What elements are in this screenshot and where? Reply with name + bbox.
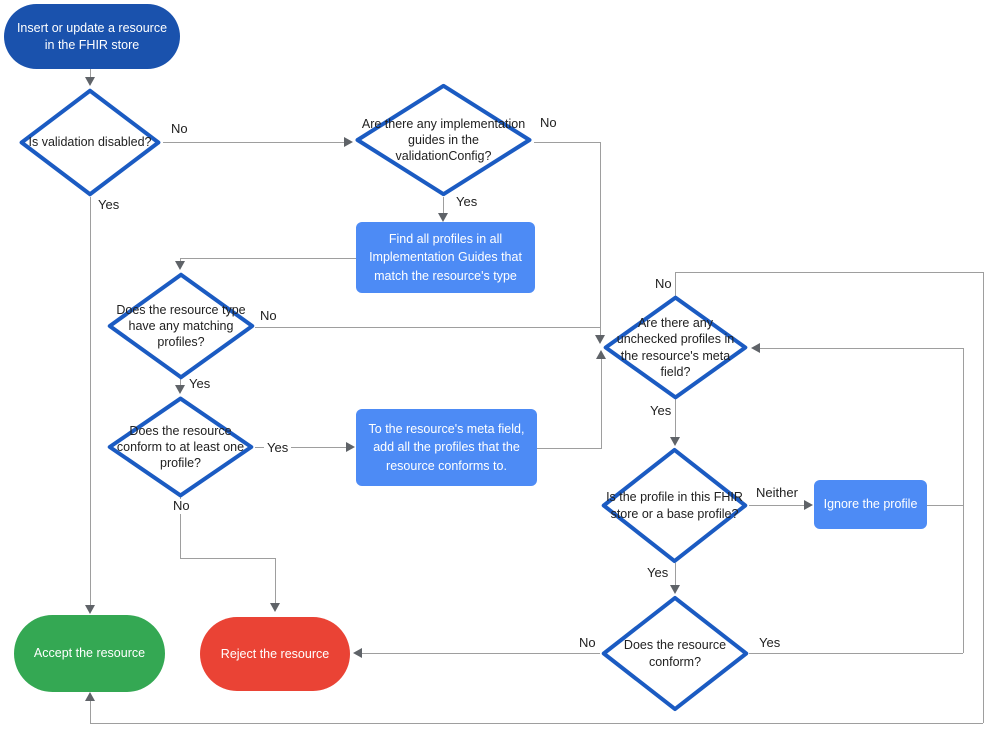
arrowhead-matching-yes — [175, 385, 185, 394]
connector-validation-yes — [90, 197, 91, 609]
edge-label-matching-yes: Yes — [186, 376, 214, 392]
edge-label-conform-one-yes: Yes — [264, 440, 292, 456]
process-find-profiles-label: Find all profiles in all Implementation … — [369, 232, 522, 283]
arrowhead-find-to-matching — [175, 261, 185, 270]
connector-conform-no — [357, 653, 600, 654]
decision-is-validation-disabled-label: Is validation disabled? — [28, 135, 152, 150]
decision-unchecked-profiles: Are there any unchecked profiles in the … — [602, 295, 749, 400]
connector-conform-yes — [749, 653, 963, 654]
decision-conforms-to-one: Does the resource conform to at least on… — [106, 396, 255, 498]
process-ignore-profile: Ignore the profile — [814, 480, 927, 529]
reject-node: Reject the resource — [200, 617, 350, 691]
edge-label-profile-neither: Neither — [753, 485, 801, 501]
reject-node-label: Reject the resource — [220, 646, 330, 661]
connector-unchecked-yes — [675, 399, 676, 440]
connector-unchecked-no-v3 — [90, 698, 91, 723]
connector-matching-no — [255, 327, 601, 328]
connector-unchecked-no-v1 — [675, 272, 676, 296]
connector-profile-yes — [675, 563, 676, 588]
arrowhead-start-to-validation — [85, 77, 95, 86]
decision-profile-in-store-label: Is the profile in this FHIR store or a b… — [606, 490, 743, 521]
decision-matching-profiles-label: Does the resource type have any matching… — [116, 302, 246, 350]
diamond-shape — [600, 595, 750, 712]
connector-conform-one-no-h — [180, 558, 275, 559]
process-find-profiles: Find all profiles in all Implementation … — [356, 222, 535, 293]
connector-profile-neither — [749, 505, 806, 506]
diamond-shape — [353, 83, 534, 197]
arrowhead-profile-neither — [804, 500, 813, 510]
diamond-shape — [106, 272, 256, 380]
diamond-shape — [18, 88, 162, 197]
edge-label-unchecked-no: No — [652, 276, 675, 292]
decision-resource-conforms-label: Does the resource conform? — [623, 638, 727, 669]
connector-guides-yes — [443, 197, 444, 214]
connector-unchecked-no-h1 — [675, 272, 983, 273]
edge-label-conform-one-no: No — [170, 498, 193, 514]
connector-guides-no-v — [600, 142, 601, 336]
connector-validation-no — [163, 142, 346, 143]
edge-label-unchecked-yes: Yes — [647, 403, 675, 419]
connector-start-to-validation — [90, 69, 91, 84]
connector-meta-to-unchecked-h — [536, 448, 602, 449]
process-add-profiles-to-meta: To the resource's meta field, add all th… — [356, 409, 537, 486]
edge-label-profile-yes: Yes — [644, 565, 672, 581]
connector-meta-to-unchecked-v — [601, 356, 602, 448]
process-ignore-profile-label: Ignore the profile — [823, 497, 918, 512]
edge-label-validation-no: No — [168, 121, 191, 137]
connector-loop-v — [963, 348, 964, 653]
connector-find-to-matching-h — [180, 258, 356, 259]
decision-unchecked-profiles-label: Are there any unchecked profiles in the … — [616, 316, 735, 379]
arrowhead-into-unchecked-left-top — [595, 335, 605, 344]
arrowhead-profile-yes — [670, 585, 680, 594]
connector-conform-one-no-v1 — [180, 497, 181, 558]
decision-resource-conforms: Does the resource conform? — [600, 595, 750, 712]
connector-unchecked-no-v2 — [983, 272, 984, 723]
arrowhead-conform-one-yes — [346, 442, 355, 452]
diamond-shape — [106, 396, 255, 498]
decision-matching-profiles: Does the resource type have any matching… — [106, 272, 256, 380]
arrowhead-validation-no — [344, 137, 353, 147]
start-node: Insert or update a resource in the FHIR … — [4, 4, 180, 69]
connector-loop-into-unchecked — [755, 348, 963, 349]
arrowhead-into-reject-right — [353, 648, 362, 658]
connector-matching-yes — [180, 379, 181, 389]
connector-unchecked-no-h2 — [90, 723, 983, 724]
connector-guides-no-h — [534, 142, 601, 143]
arrowhead-validation-yes — [85, 605, 95, 614]
edge-label-matching-no: No — [257, 308, 280, 324]
arrowhead-into-unchecked-left-bottom — [596, 350, 606, 359]
process-add-profiles-to-meta-label: To the resource's meta field, add all th… — [368, 422, 525, 473]
decision-implementation-guides-label: Are there any implementation guides in t… — [361, 116, 526, 164]
connector-ignore-loop-h — [927, 505, 963, 506]
arrowhead-unchecked-yes — [670, 437, 680, 446]
edge-label-conform-yes: Yes — [756, 635, 784, 651]
accept-node: Accept the resource — [14, 615, 165, 692]
decision-profile-in-store: Is the profile in this FHIR store or a b… — [600, 447, 749, 564]
edge-label-guides-no: No — [537, 115, 560, 131]
edge-label-conform-no: No — [576, 635, 599, 651]
edge-label-validation-yes: Yes — [95, 197, 123, 213]
start-node-label: Insert or update a resource in the FHIR … — [16, 20, 168, 52]
diamond-shape — [600, 447, 749, 564]
diamond-shape — [602, 295, 749, 400]
decision-is-validation-disabled: Is validation disabled? — [18, 88, 162, 197]
connector-conform-one-yes — [255, 447, 348, 448]
arrowhead-guides-yes — [438, 213, 448, 222]
accept-node-label: Accept the resource — [33, 646, 146, 661]
edge-label-guides-yes: Yes — [453, 194, 481, 210]
arrowhead-into-reject-top — [270, 603, 280, 612]
connector-conform-one-no-v2 — [275, 558, 276, 604]
decision-implementation-guides: Are there any implementation guides in t… — [353, 83, 534, 197]
decision-conforms-to-one-label: Does the resource conform to at least on… — [116, 423, 245, 471]
arrowhead-into-accept-bottom — [85, 692, 95, 701]
arrowhead-into-unchecked-right — [751, 343, 760, 353]
